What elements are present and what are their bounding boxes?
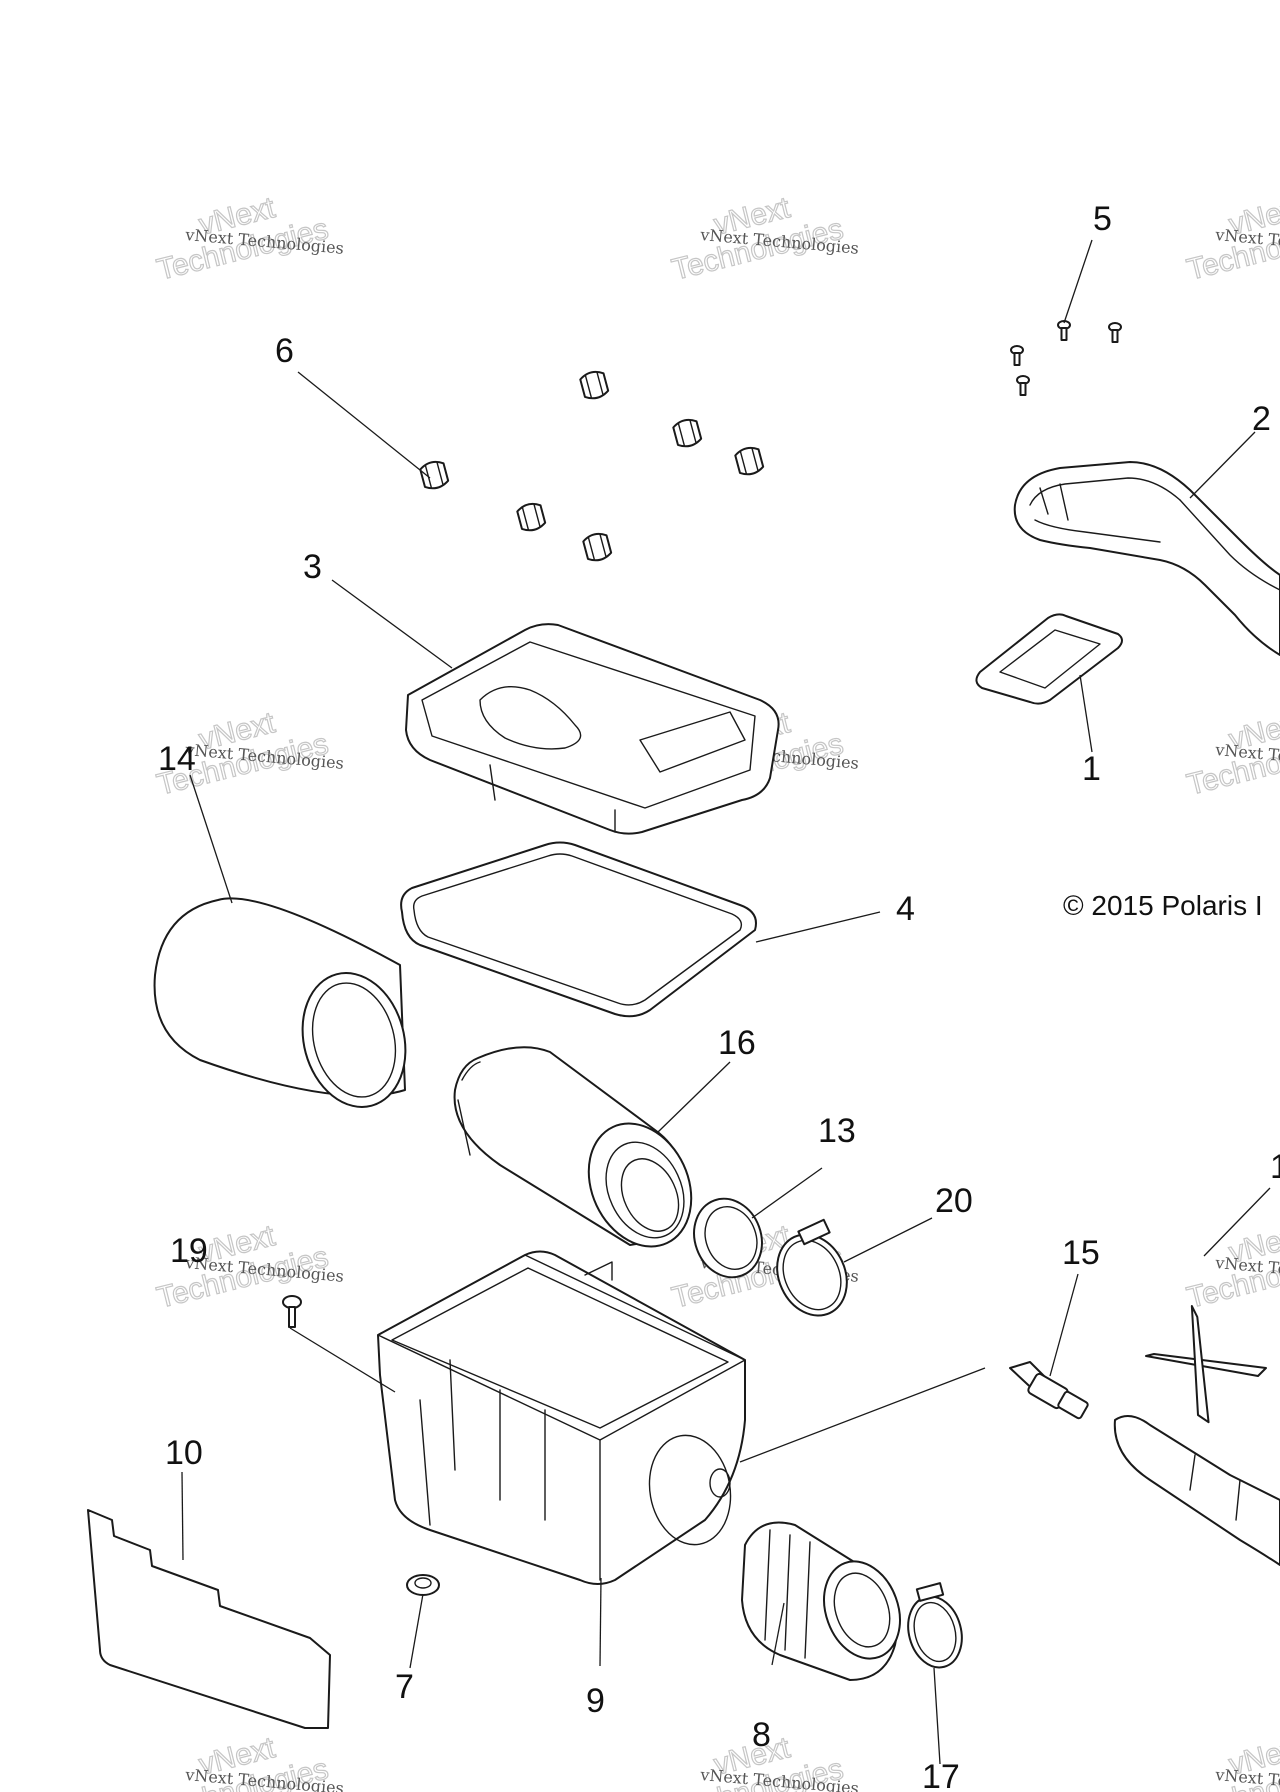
part-5-screws <box>1010 320 1122 396</box>
part-1-flange <box>975 613 1123 705</box>
callout-20: 20 <box>935 1182 973 1220</box>
callout-3: 3 <box>303 548 322 586</box>
part-3-airbox-cover <box>405 623 780 835</box>
part-rod-partial <box>1145 1305 1267 1424</box>
part-2-air-duct <box>1013 461 1280 656</box>
callout-10: 10 <box>165 1434 203 1472</box>
callout-19: 19 <box>170 1232 208 1270</box>
callout-partial: 1 <box>1270 1148 1280 1186</box>
part-8-intake-boot <box>741 1521 901 1681</box>
callout-13: 13 <box>818 1112 856 1150</box>
part-16-air-filter <box>453 1046 693 1248</box>
part-hose-partial <box>1113 1415 1280 1566</box>
part-15-fitting <box>1009 1361 1089 1420</box>
callout-17: 17 <box>922 1758 960 1792</box>
part-10-shield <box>87 1509 331 1729</box>
part-6-clips <box>419 370 765 562</box>
callout-1: 1 <box>1082 750 1101 788</box>
part-19-screw <box>282 1295 302 1328</box>
part-9-airbox-base <box>377 1250 746 1585</box>
callout-16: 16 <box>718 1024 756 1062</box>
callout-9: 9 <box>586 1682 605 1720</box>
callout-8: 8 <box>752 1716 771 1754</box>
callout-numbers: 5 2 6 3 1 14 4 16 13 20 19 15 10 7 9 8 1… <box>158 200 1280 1792</box>
copyright-text: © 2015 Polaris I <box>1063 890 1263 921</box>
callout-7: 7 <box>395 1668 414 1706</box>
callout-2: 2 <box>1252 400 1271 438</box>
part-13-ring <box>693 1197 763 1279</box>
callout-6: 6 <box>275 332 294 370</box>
callout-15: 15 <box>1062 1234 1100 1272</box>
part-14-prefilter <box>153 897 407 1108</box>
callout-5: 5 <box>1093 200 1112 238</box>
part-7-grommet <box>406 1574 440 1596</box>
callout-14: 14 <box>158 740 196 778</box>
callout-4: 4 <box>896 890 915 928</box>
leader-lines <box>181 239 1271 1765</box>
part-4-gasket <box>400 841 757 1018</box>
part-20-clamp <box>776 1218 848 1317</box>
part-17-clamp <box>907 1582 963 1669</box>
